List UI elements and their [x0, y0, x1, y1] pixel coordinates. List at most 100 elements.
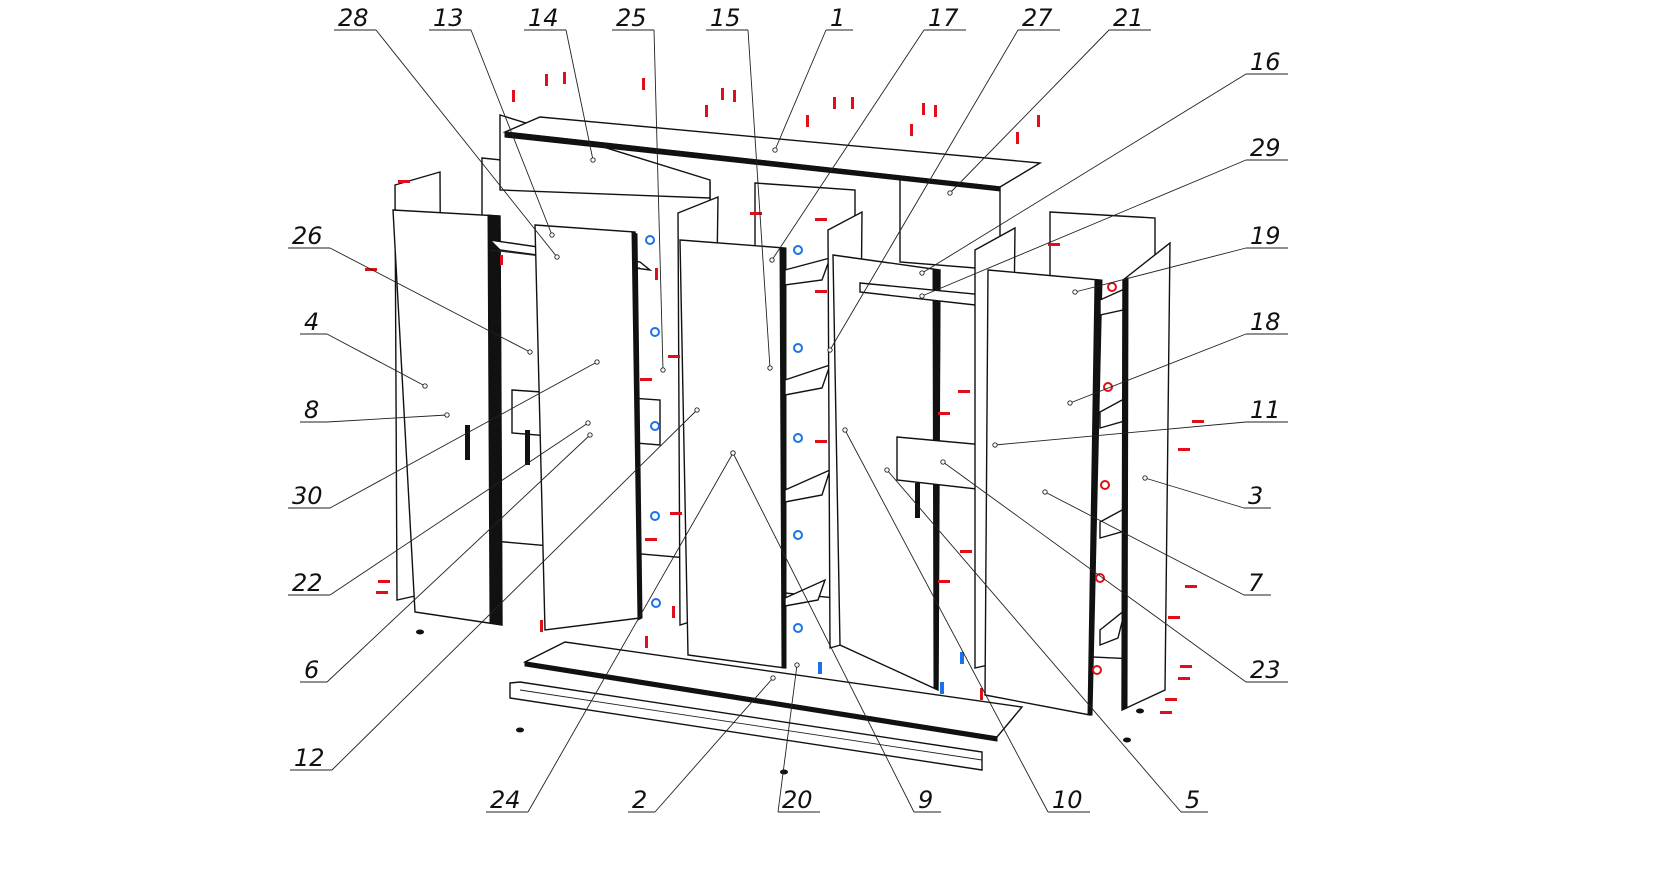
- part-number-label: 7: [1248, 569, 1264, 597]
- leader-point: [772, 147, 778, 153]
- cam-lock-icon: [793, 245, 803, 255]
- leader-point: [585, 420, 591, 426]
- confirmat-screw-icon: [938, 580, 950, 583]
- confirmat-screw-icon: [960, 550, 972, 553]
- callout-22: 22: [288, 420, 591, 597]
- leader-point: [827, 347, 833, 353]
- callout-10: 10: [842, 427, 1090, 814]
- leader-point: [947, 190, 953, 196]
- confirmat-screw-icon: [645, 636, 648, 648]
- foot-icon: [416, 629, 424, 635]
- leader-point: [594, 359, 600, 365]
- leader-line: [942, 461, 1247, 683]
- part-number-label: 12: [294, 744, 325, 772]
- cam-lock-icon: [793, 433, 803, 443]
- callout-24: 24: [486, 450, 736, 814]
- shelf-support-icon: [1107, 282, 1117, 292]
- part-number-label: 25: [616, 4, 647, 32]
- leader-point: [842, 427, 848, 433]
- confirmat-screw-icon: [376, 591, 388, 594]
- callout-11: 11: [992, 396, 1288, 448]
- cam-lock-icon: [650, 511, 660, 521]
- callout-7: 7: [1042, 489, 1271, 597]
- leader-point: [1067, 400, 1073, 406]
- leader-point: [1042, 489, 1048, 495]
- cam-lock-icon: [793, 343, 803, 353]
- callout-13: 13: [429, 4, 555, 238]
- callout-9: 9: [730, 450, 941, 814]
- leader-line: [829, 29, 1019, 351]
- confirmat-screw-icon: [670, 512, 682, 515]
- dowel-icon: [818, 662, 822, 674]
- part-number-label: 30: [292, 482, 323, 510]
- callout-18: 18: [1067, 308, 1288, 406]
- callout-1: 1: [772, 4, 853, 153]
- confirmat-screw-icon: [1160, 711, 1172, 714]
- leader-line: [1069, 333, 1247, 404]
- door-left-edge: [631, 231, 643, 621]
- cam-lock-icon: [793, 623, 803, 633]
- confirmat-screw-icon: [958, 390, 970, 393]
- callout-17: 17: [769, 4, 966, 263]
- leader-line: [326, 434, 591, 683]
- leader-line: [565, 29, 594, 161]
- leader-point: [767, 365, 773, 371]
- leader-point: [919, 293, 925, 299]
- leader-point: [660, 367, 666, 373]
- leader-point: [769, 257, 775, 263]
- confirmat-screw-icon: [563, 72, 566, 84]
- confirmat-screw-icon: [934, 105, 937, 117]
- confirmat-screw-icon: [910, 124, 913, 136]
- callout-6: 6: [300, 432, 593, 684]
- callout-21: 21: [947, 4, 1151, 196]
- callout-4: 4: [300, 308, 428, 389]
- part-number-label: 14: [528, 4, 559, 32]
- cam-lock-icon: [650, 421, 660, 431]
- part-number-label: 11: [1250, 396, 1281, 424]
- confirmat-screw-icon: [1048, 243, 1060, 246]
- foot-icon: [1123, 737, 1131, 743]
- door-right-edge: [1087, 279, 1103, 716]
- leader-point: [1072, 289, 1078, 295]
- leader-point: [940, 459, 946, 465]
- confirmat-screw-icon: [922, 103, 925, 115]
- foot-icon: [516, 727, 524, 733]
- callout-27: 27: [827, 4, 1060, 353]
- dowel-icon: [960, 652, 964, 664]
- leader-point: [587, 432, 593, 438]
- confirmat-screw-icon: [645, 538, 657, 541]
- part-number-label: 21: [1113, 4, 1144, 32]
- confirmat-screw-icon: [733, 90, 736, 102]
- leader-point: [730, 450, 736, 456]
- confirmat-screw-icon: [1178, 448, 1190, 451]
- part-number-label: 4: [304, 308, 319, 336]
- cam-lock-icon: [651, 598, 661, 608]
- confirmat-screw-icon: [815, 290, 827, 293]
- leader-line: [331, 409, 698, 771]
- part-number-label: 13: [433, 4, 464, 32]
- door-middle-edge: [779, 247, 787, 669]
- bottom-panel-edge: [524, 661, 998, 742]
- part-number-label: 5: [1185, 786, 1200, 814]
- leader-point: [527, 349, 533, 355]
- leader-line: [949, 29, 1110, 194]
- plinth-edge: [519, 689, 983, 761]
- part-number-label: 24: [490, 786, 521, 814]
- callout-28: 28: [334, 4, 560, 260]
- handle-icon: [525, 430, 530, 465]
- foot-icon: [1136, 708, 1144, 714]
- part-number-label: 2: [632, 786, 647, 814]
- part-number-label: 8: [304, 396, 319, 424]
- confirmat-screw-icon: [1016, 132, 1019, 144]
- confirmat-screw-icon: [1180, 665, 1192, 668]
- confirmat-screw-icon: [512, 90, 515, 102]
- leader-line: [329, 361, 598, 509]
- confirmat-screw-icon: [1168, 616, 1180, 619]
- callout-15: 15: [706, 4, 773, 371]
- panels: [392, 114, 1171, 771]
- part-number-label: 23: [1250, 656, 1281, 684]
- leader-line: [329, 247, 531, 353]
- top-panel-edge: [504, 131, 1001, 192]
- leader-point: [444, 412, 450, 418]
